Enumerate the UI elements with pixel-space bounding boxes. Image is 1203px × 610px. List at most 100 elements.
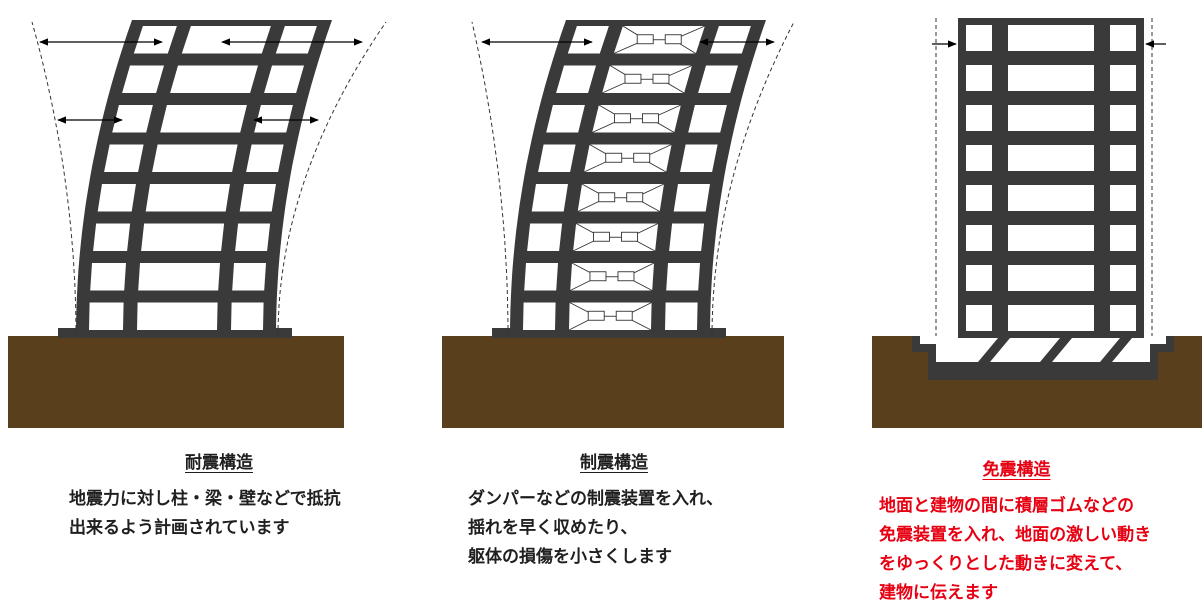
window-bay [680, 144, 718, 172]
window-bay [246, 144, 284, 172]
caption-seishin: 制震構造 ダンパーなどの制震装置を入れ、 揺れを早く収めたり、 躯体の損傷を小さ… [400, 448, 820, 572]
window-bay [1110, 65, 1136, 91]
window-bay [170, 65, 258, 93]
window-bay [1008, 65, 1094, 91]
window-bay [181, 26, 271, 54]
window-bay [966, 185, 992, 211]
panel1-frame [76, 20, 332, 336]
damper-unit [624, 73, 642, 84]
window-bay [531, 184, 568, 212]
window-bay [1110, 25, 1136, 51]
damper-unit [617, 271, 635, 282]
window-bay [666, 263, 700, 291]
window-bay [1008, 105, 1094, 131]
damper-unit [587, 310, 605, 321]
window-bay [1110, 305, 1136, 331]
window-bay [523, 302, 556, 330]
window-bay [160, 105, 247, 133]
window-bay [145, 184, 230, 212]
caption-body-menshin: 地面と建物の間に積層ゴムなどの 免震装置を入れ、地面の激しい動き をゆっくりとし… [860, 492, 1203, 608]
caption-line: 揺れを早く収めたり、 [468, 518, 638, 538]
window-bay [966, 225, 992, 251]
window-bay [122, 65, 164, 93]
window-bay [1008, 185, 1094, 211]
window-bay [546, 105, 585, 133]
building-silhouette [510, 20, 766, 336]
window-bay [966, 265, 992, 291]
window-bay [1110, 145, 1136, 171]
window-bay [152, 144, 238, 172]
damper-unit [589, 271, 607, 282]
window-bay [673, 184, 710, 212]
window-bay [235, 223, 271, 251]
damper-unit [626, 192, 644, 203]
window-bay [1008, 265, 1094, 291]
window-bay [138, 263, 220, 291]
damper-unit [605, 152, 623, 163]
damper-unit [593, 231, 610, 242]
damper-unit [652, 73, 670, 84]
caption-line: ダンパーなどの制震装置を入れ、 [468, 489, 724, 509]
window-bay [90, 263, 126, 291]
window-bay [1008, 25, 1094, 51]
window-bay [1110, 225, 1136, 251]
window-bay [1110, 265, 1136, 291]
damper-unit [615, 310, 633, 321]
window-bay [966, 65, 992, 91]
window-bay [524, 263, 558, 291]
window-bay [232, 263, 266, 291]
caption-line: 免震装置を入れ、地面の激しい動き [879, 525, 1152, 545]
caption-line: 躯体の損傷を小さくします [468, 547, 672, 567]
window-bay [527, 223, 563, 251]
window-bay [89, 302, 124, 330]
window-bay [239, 184, 276, 212]
window-bay [93, 223, 131, 251]
window-bay [97, 184, 136, 212]
window-bay [698, 65, 738, 93]
isolator-bearing [1040, 338, 1072, 362]
isolator-bearing [1100, 338, 1132, 362]
window-bay [1008, 305, 1094, 331]
window-bay [141, 223, 225, 251]
window-bay [231, 302, 264, 330]
window-bay [254, 105, 293, 133]
panel2-ground [442, 336, 784, 428]
caption-line: 地震力に対し柱・梁・壁などで抵抗 [69, 489, 341, 509]
window-bay [966, 145, 992, 171]
window-bay [665, 302, 698, 330]
window-bay [966, 105, 992, 131]
damper-unit [598, 192, 616, 203]
panel2-frame [510, 20, 766, 336]
damper-unit [633, 152, 651, 163]
isolation-base-slab [936, 362, 1150, 372]
window-bay [556, 65, 596, 93]
sway-guide-right [711, 21, 795, 337]
window-bay [112, 105, 153, 133]
window-bay [538, 144, 576, 172]
damper-unit [642, 113, 659, 124]
caption-line: 建物に伝えます [879, 583, 998, 603]
window-bay [137, 302, 218, 330]
window-bay [104, 144, 144, 172]
window-bay [264, 65, 304, 93]
window-bay [1110, 185, 1136, 211]
caption-line: 出来るよう計画されています [69, 518, 290, 538]
window-bay [688, 105, 727, 133]
caption-body-taishin: 地震力に対し柱・梁・壁などで抵抗 出来るよう計画されています [0, 485, 400, 543]
damper-unit [621, 231, 638, 242]
building-silhouette [76, 20, 332, 336]
damper-unit [614, 113, 631, 124]
window-bay [966, 305, 992, 331]
caption-menshin: 免震構造 地面と建物の間に積層ゴムなどの 免震装置を入れ、地面の激しい動き をゆ… [860, 455, 1203, 608]
damper-unit [636, 34, 654, 45]
window-bay [1008, 145, 1094, 171]
sway-guide-left [471, 21, 509, 336]
window-bay [1110, 105, 1136, 131]
damper-unit [664, 34, 682, 45]
sway-guide-right [277, 21, 387, 337]
caption-taishin: 耐震構造 地震力に対し柱・梁・壁などで抵抗 出来るよう計画されています [0, 448, 400, 543]
caption-title-taishin: 耐震構造 [185, 453, 253, 473]
window-bay [669, 223, 705, 251]
panel3-frame [958, 18, 1144, 338]
